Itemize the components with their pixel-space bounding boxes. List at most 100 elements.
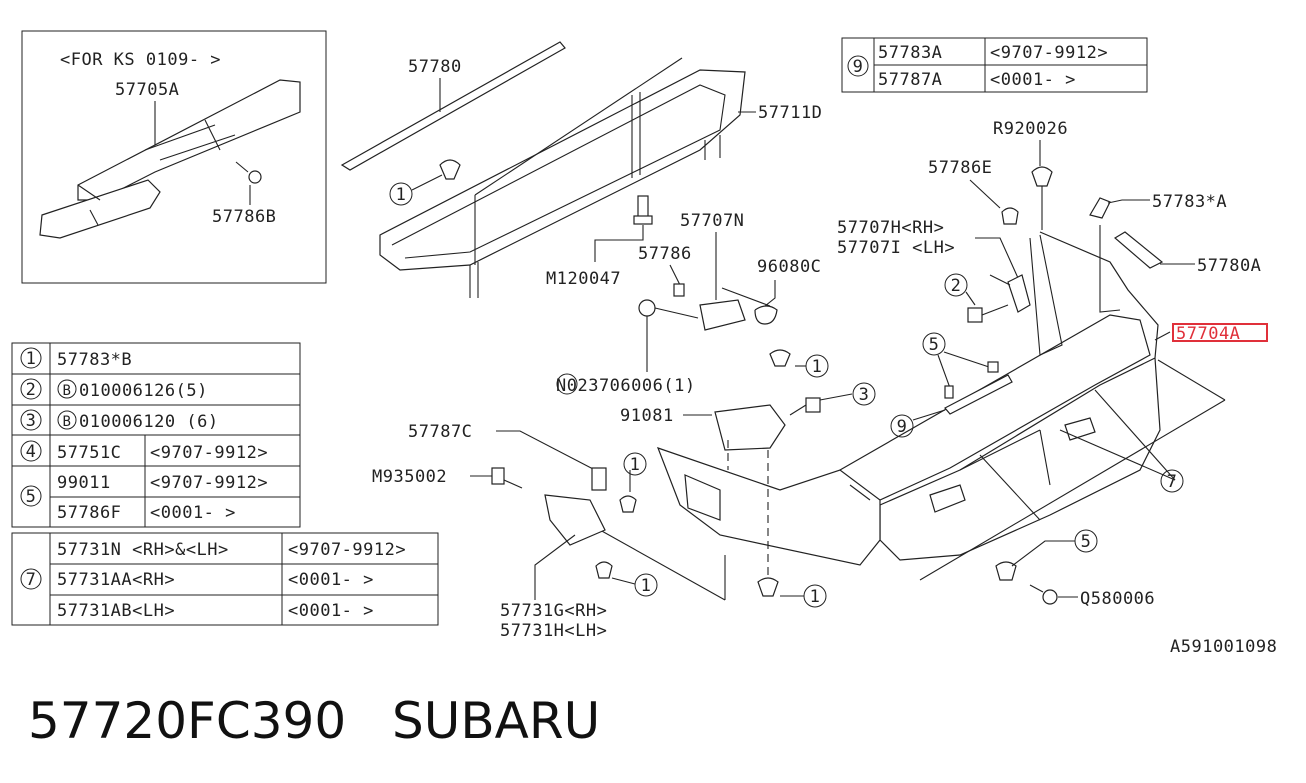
label-96080C: 96080C [757,257,821,277]
brand: SUBARU [392,692,600,750]
clip-icon [673,283,685,297]
callout-1: 1 [396,185,407,205]
label-57707H: 57707H<RH> [837,218,944,238]
clip-icon [757,577,779,597]
legend-part-57731N: 57731N <RH>&<LH> [57,540,229,560]
label-57731H: 57731H<LH> [500,621,607,641]
screw-icon [1029,584,1058,605]
legend-num-1: 1 [26,349,37,369]
legend-num-7: 7 [26,570,37,590]
grommet-icon [754,305,778,325]
legend-num-4: 4 [26,442,37,462]
legend-part-57731AA: 57731AA<RH> [57,570,175,590]
bolt-icon [789,397,821,416]
legend-num-9: 9 [853,57,864,77]
callout-5: 5 [1081,532,1092,552]
legend-part-010006126: 010006126(5) [79,381,208,401]
callout-2: 2 [951,276,962,296]
callout-1: 1 [641,576,652,596]
highlight-box [1172,323,1268,342]
label-R920026: R920026 [993,119,1068,139]
callout-1: 1 [630,455,641,475]
clip-icon [595,561,613,579]
clip-57783A [1089,197,1111,219]
clip-icon [987,361,999,373]
legend-num-2: 2 [26,380,37,400]
callout-1: 1 [810,587,821,607]
callout-7: 7 [1167,472,1178,492]
label-57780: 57780 [408,57,462,77]
legend-table-left: 1 57783*B 2 B 010006126(5) 3 B 010006120… [11,342,301,528]
legend-date-57731AB: <0001- > [288,601,374,621]
legend-num-3: 3 [26,411,37,431]
label-57707N: 57707N [680,211,744,231]
strip-57780 [340,41,566,171]
legend-date-57731AA: <0001- > [288,570,374,590]
inset-note: <FOR KS 0109- > [60,50,221,70]
clip-icon [619,495,637,513]
strip-57780A [1113,231,1164,269]
legend-date-57787A: <0001- > [990,70,1076,90]
label-57731G: 57731G<RH> [500,601,607,621]
label-91081: 91081 [620,406,674,426]
legend-date-99011: <9707-9912> [150,473,268,493]
label-57705A: 57705A [115,80,179,100]
clip-icon [995,561,1017,581]
label-Q580006: Q580006 [1080,589,1155,609]
legend-table-9: 9 57783A <9707-9912> 57787A <0001- > [841,37,1148,93]
bolt-icon [633,195,653,225]
bracket-57707N [699,299,746,331]
legend-date-57783A: <9707-9912> [990,43,1108,63]
bolt-b-icon: B [63,414,72,430]
inset-box: <FOR KS 0109- > 57705A 57786B [21,30,327,284]
legend-part-57786F: 57786F [57,503,121,523]
clip-57787C [591,467,607,491]
legend-part-57783B: 57783*B [57,350,132,370]
strip-9 [944,374,1013,415]
part-number: 57720FC390 [28,692,346,750]
legend-part-57751C: 57751C [57,443,121,463]
callout-5: 5 [929,335,940,355]
legend-date-57731N: <9707-9912> [288,540,406,560]
clip-57786B-drawing [235,161,262,184]
label-N023706006: N023706006(1) [556,376,696,396]
label-57786E: 57786E [928,158,992,178]
label-57786: 57786 [638,244,692,264]
diagram-id: A591001098 [1170,637,1277,657]
callout-1: 1 [812,357,823,377]
clip-icon [1001,207,1019,225]
clip-icon [944,385,954,399]
legend-part-57783A: 57783A [878,43,942,63]
legend-date-57786F: <0001- > [150,503,236,523]
label-57704A: 57704A [1176,324,1240,344]
label-57787C: 57787C [408,422,472,442]
bolt-icon [967,304,1009,323]
bolt-b-icon: B [63,383,72,399]
label-57711D: 57711D [758,103,822,123]
bracket-57707H [1007,274,1031,313]
legend-part-010006120: 010006120 (6) [79,412,219,432]
clip-icon [1031,166,1053,187]
energy-absorber-drawing [39,79,301,239]
callout-9: 9 [897,417,908,437]
label-57786B: 57786B [212,207,276,227]
nut-icon [638,299,656,317]
label-57707I: 57707I <LH> [837,238,955,258]
legend-num-5: 5 [26,487,37,507]
clip-icon [439,159,461,180]
callout-3: 3 [859,385,870,405]
legend-part-57731AB: 57731AB<LH> [57,601,175,621]
label-57780A: 57780A [1197,256,1261,276]
label-57783A: 57783*A [1152,192,1227,212]
bracket-57731G [544,494,606,546]
legend-part-99011: 99011 [57,473,111,493]
legend-date-57751C: <9707-9912> [150,443,268,463]
bumper-cover-drawing [656,225,1161,566]
license-light-91081 [714,404,786,451]
bolt-icon [491,467,523,489]
label-M120047: M120047 [546,269,621,289]
inset-frame [21,30,327,284]
clip-icon [769,349,791,367]
label-M935002: M935002 [372,467,447,487]
